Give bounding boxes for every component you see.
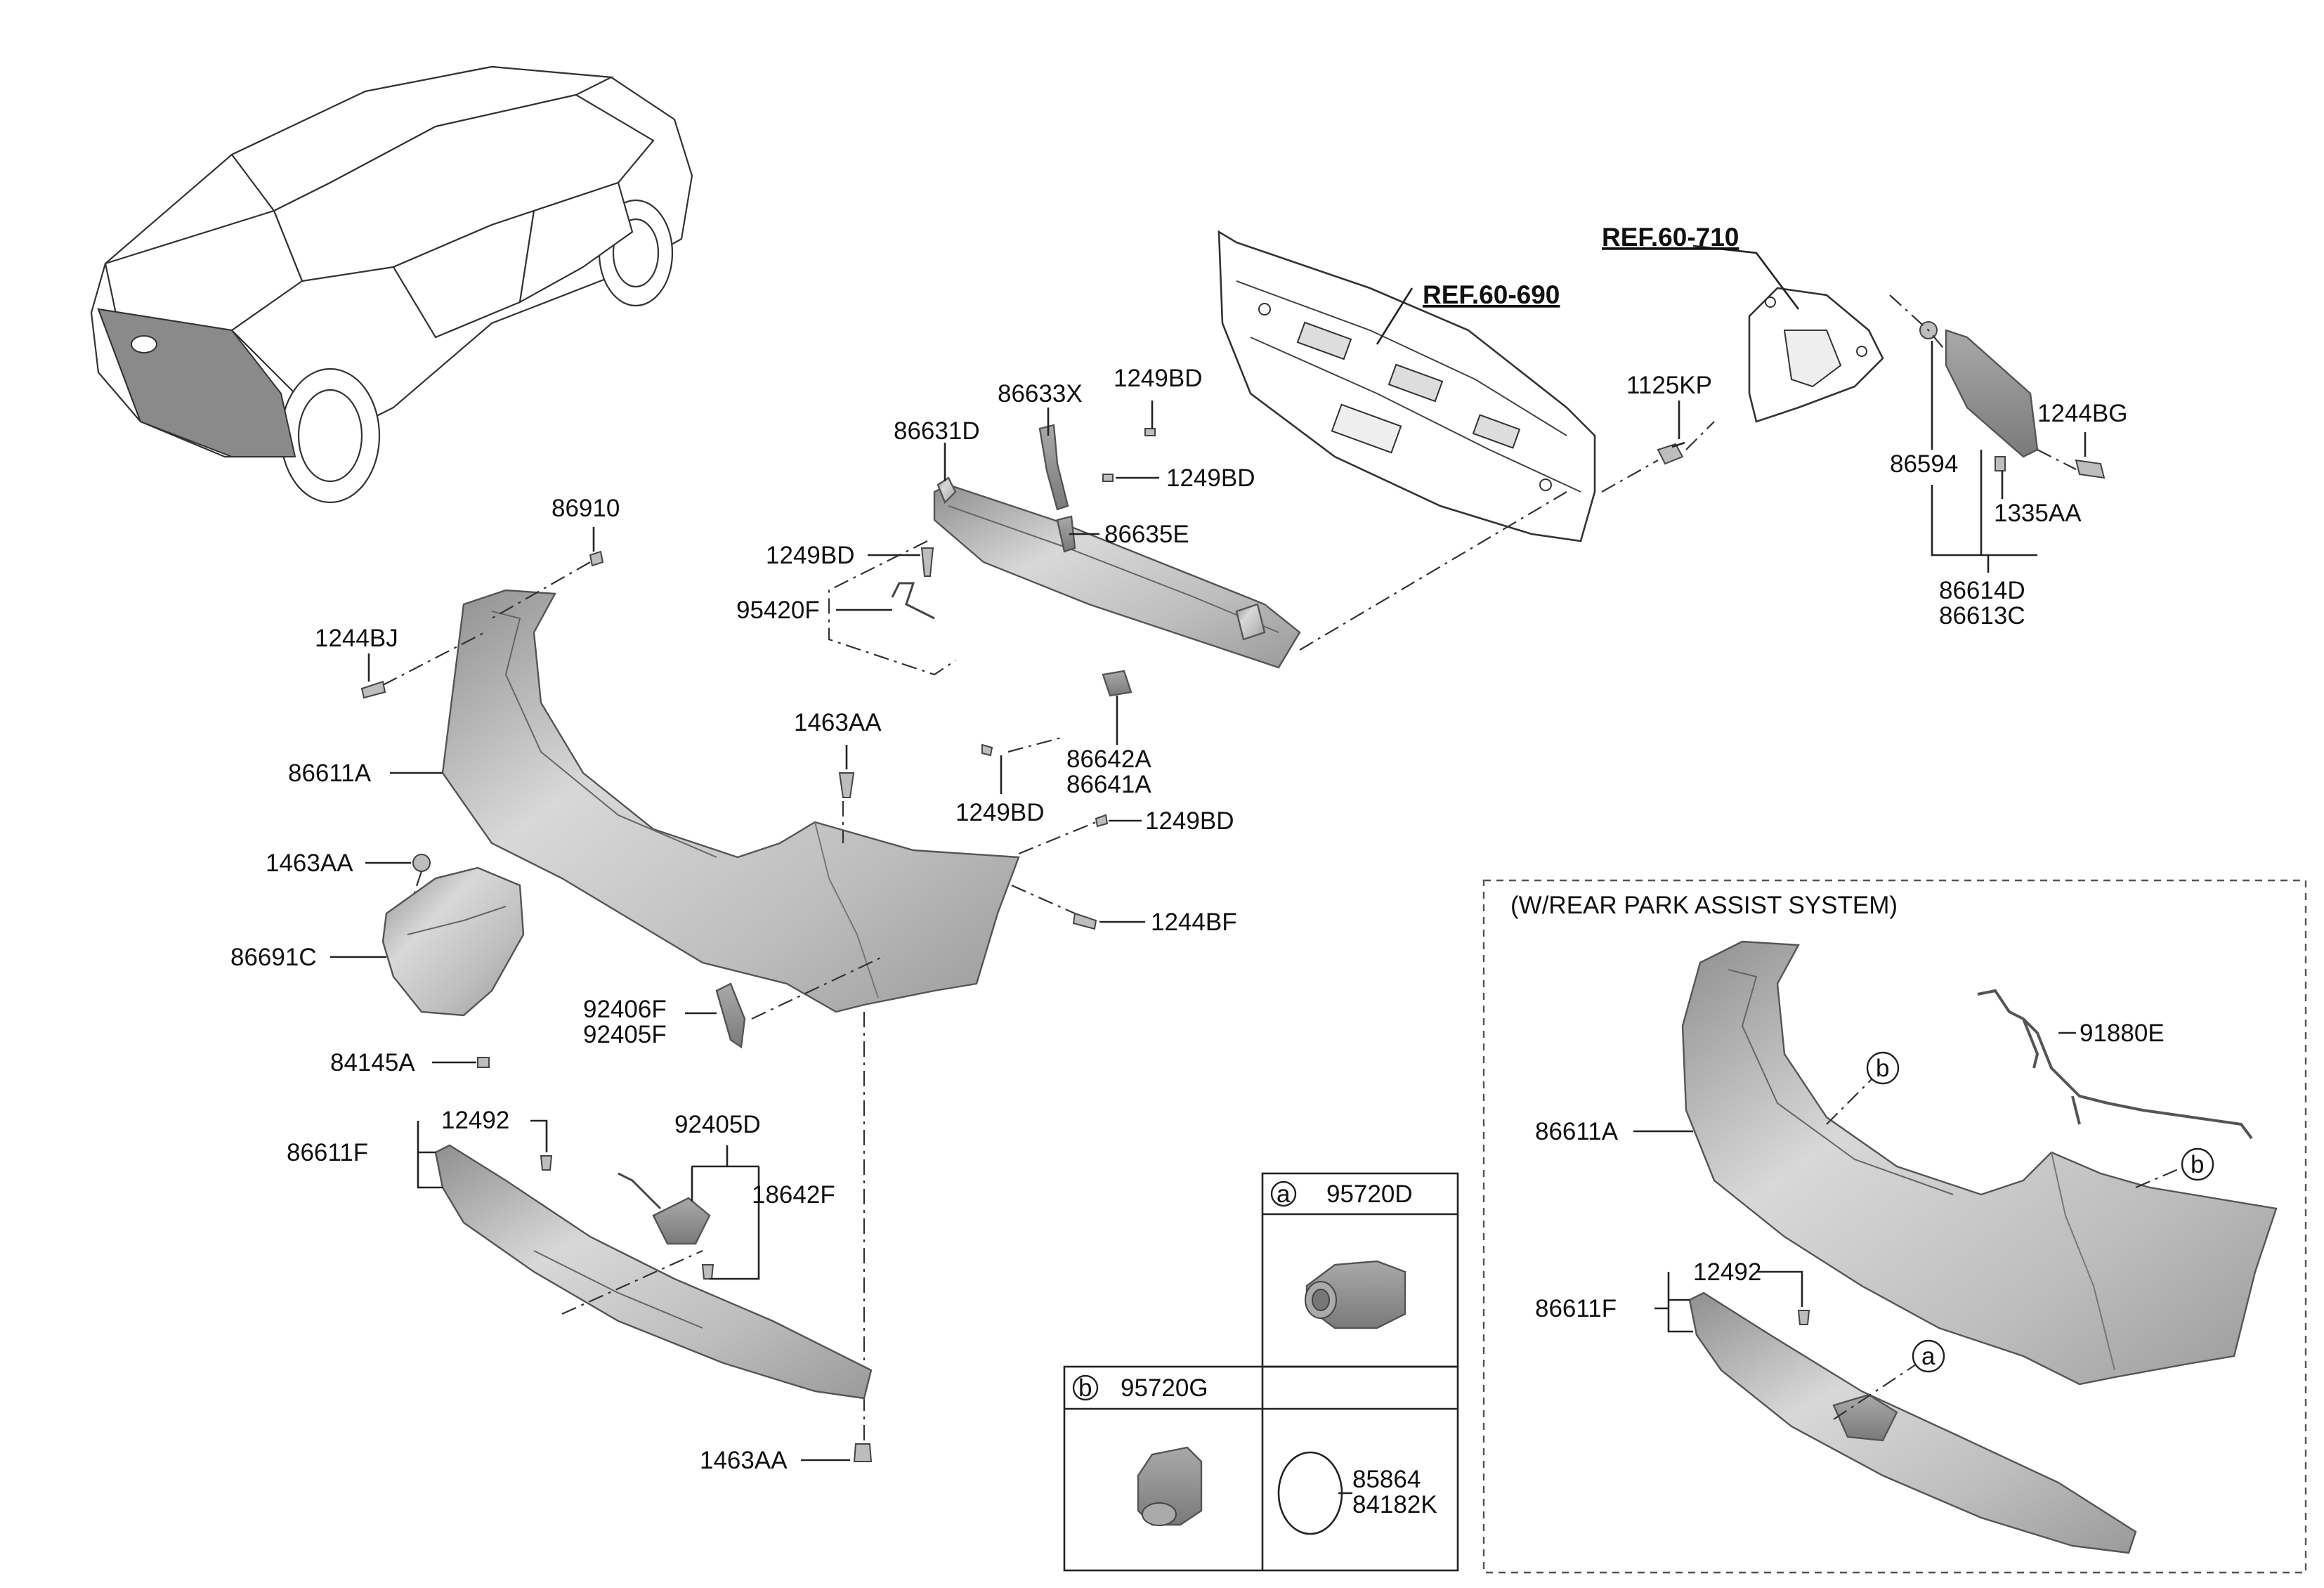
legend-95720G[interactable]: 95720G xyxy=(1121,1374,1208,1402)
label-1249BD-low1[interactable]: 1249BD xyxy=(955,799,1044,826)
label-84145A[interactable]: 84145A xyxy=(330,1049,415,1076)
label-85864[interactable]: 85864 xyxy=(1352,1466,1421,1493)
option-marker-a-letter: a xyxy=(1921,1343,1935,1370)
sensor-95720D-icon xyxy=(1305,1260,1406,1329)
marker-b-letter: b xyxy=(1078,1374,1092,1402)
legend-95720D[interactable]: 95720D xyxy=(1326,1180,1413,1208)
label-1463AA-bottom[interactable]: 1463AA xyxy=(700,1447,788,1474)
lower-garnish-86611F xyxy=(434,1144,873,1400)
label-86691C[interactable]: 86691C xyxy=(230,944,317,971)
marker-a-letter: a xyxy=(1277,1180,1291,1208)
label-86613C[interactable]: 86613C xyxy=(1939,602,2025,630)
label-92405F[interactable]: 92405F xyxy=(583,1021,667,1048)
label-1335AA[interactable]: 1335AA xyxy=(1994,500,2082,527)
option-label-12492[interactable]: 12492 xyxy=(1693,1258,1761,1286)
option-marker-b2-letter: b xyxy=(2191,1151,2204,1178)
label-86642A[interactable]: 86642A xyxy=(1066,746,1151,773)
sensor-legend-table: a 95720D b 95720G 85864 84182K xyxy=(1063,1172,1459,1572)
option-label-86611A[interactable]: 86611A xyxy=(1535,1118,1619,1145)
rear-side-panel-ref: REF.60-710 xyxy=(1602,223,1884,423)
label-86910[interactable]: 86910 xyxy=(551,495,620,522)
label-1244BJ[interactable]: 1244BJ xyxy=(315,625,398,652)
back-panel-ref: REF.60-690 xyxy=(1218,230,1596,542)
label-86631D[interactable]: 86631D xyxy=(894,417,980,445)
park-assist-option-box: (W/REAR PARK ASSIST SYSTEM) 86611A 91880… xyxy=(1482,879,2307,1574)
option-title: (W/REAR PARK ASSIST SYSTEM) xyxy=(1510,892,1898,919)
label-1249BD-top[interactable]: 1249BD xyxy=(1114,365,1202,392)
marker-b xyxy=(1072,1374,1099,1401)
option-marker-b1-letter: b xyxy=(1876,1055,1889,1082)
callouts: 86633X 1249BD 86631D 1249BD 86635E 1249B… xyxy=(230,341,2127,1474)
label-86641A[interactable]: 86641A xyxy=(1066,771,1151,798)
option-marker-b2 xyxy=(2181,1147,2214,1181)
option-marker-a xyxy=(1912,1339,1945,1373)
label-86594[interactable]: 86594 xyxy=(1890,450,1958,478)
label-1244BG[interactable]: 1244BG xyxy=(2037,400,2127,427)
label-1125KP[interactable]: 1125KP xyxy=(1626,372,1712,399)
label-18642F[interactable]: 18642F xyxy=(752,1181,835,1209)
label-1249BD-mid[interactable]: 1249BD xyxy=(1166,464,1255,492)
seal-ring-icon xyxy=(1277,1451,1343,1535)
label-1244BF[interactable]: 1244BF xyxy=(1151,909,1237,936)
label-92406F[interactable]: 92406F xyxy=(583,996,667,1023)
label-86611A[interactable]: 86611A xyxy=(288,760,372,787)
vehicle-illustration xyxy=(90,65,693,504)
option-marker-b1 xyxy=(1866,1051,1900,1085)
label-12492[interactable]: 12492 xyxy=(441,1107,509,1134)
label-1249BD-low2[interactable]: 1249BD xyxy=(1145,807,1234,835)
label-86635E[interactable]: 86635E xyxy=(1104,521,1189,548)
ref-60-710-label[interactable]: REF.60-710 xyxy=(1602,223,1739,252)
label-92405D[interactable]: 92405D xyxy=(674,1111,761,1138)
wiring-harness-91880E xyxy=(1977,989,2253,1140)
option-label-86611F[interactable]: 86611F xyxy=(1535,1295,1617,1322)
label-95420F[interactable]: 95420F xyxy=(736,597,820,624)
label-86611F[interactable]: 86611F xyxy=(287,1139,368,1166)
sensor-95720G-icon xyxy=(1137,1446,1203,1526)
side-bracket-86614D xyxy=(1889,294,2106,479)
option-label-91880E[interactable]: 91880E xyxy=(2080,1020,2165,1047)
marker-a xyxy=(1270,1180,1297,1207)
label-1463AA-top[interactable]: 1463AA xyxy=(794,709,882,736)
label-1463AA-left[interactable]: 1463AA xyxy=(266,850,353,877)
label-86633X[interactable]: 86633X xyxy=(998,380,1083,408)
label-84182K[interactable]: 84182K xyxy=(1352,1491,1437,1518)
label-1249BD-left[interactable]: 1249BD xyxy=(766,542,854,569)
ref-60-690-label[interactable]: REF.60-690 xyxy=(1423,280,1560,309)
rear-bumper-86611A xyxy=(441,589,1020,1013)
label-86614D[interactable]: 86614D xyxy=(1939,577,2025,604)
